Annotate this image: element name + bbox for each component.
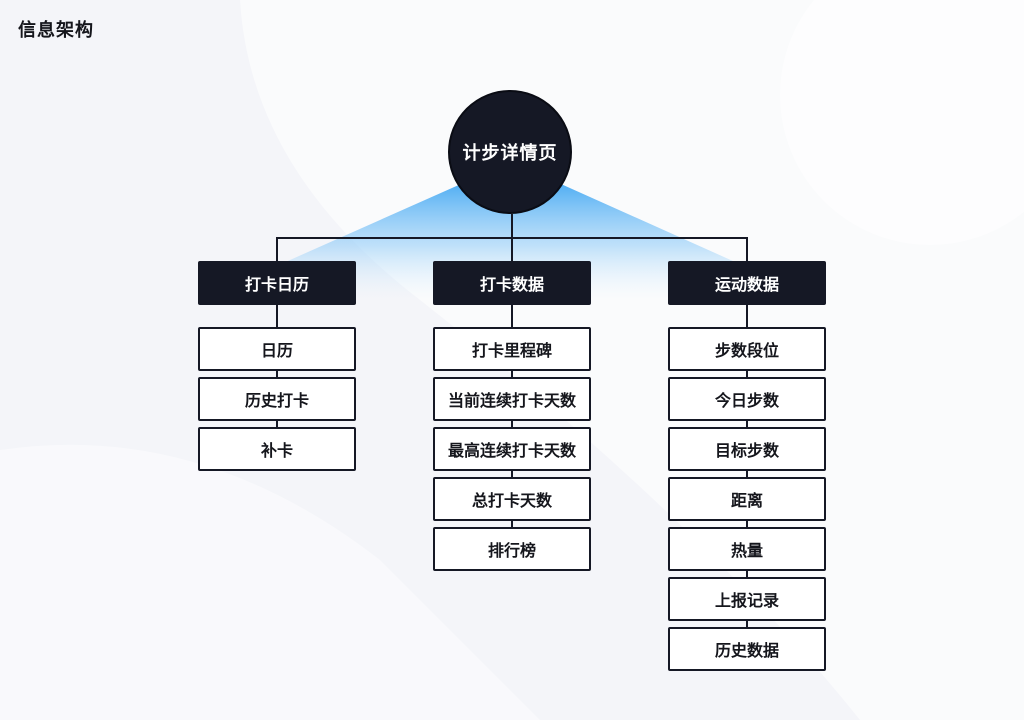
category-node-checkin-data: 打卡数据 bbox=[433, 261, 591, 305]
leaf-node: 今日步数 bbox=[668, 377, 826, 421]
leaf-node: 排行榜 bbox=[433, 527, 591, 571]
leaf-node: 距离 bbox=[668, 477, 826, 521]
leaf-node: 上报记录 bbox=[668, 577, 826, 621]
page-title: 信息架构 bbox=[18, 20, 94, 41]
leaf-node: 热量 bbox=[668, 527, 826, 571]
leaf-node: 步数段位 bbox=[668, 327, 826, 371]
leaf-node: 打卡里程碑 bbox=[433, 327, 591, 371]
leaf-node: 当前连续打卡天数 bbox=[433, 377, 591, 421]
leaf-node: 目标步数 bbox=[668, 427, 826, 471]
leaf-node: 最高连续打卡天数 bbox=[433, 427, 591, 471]
leaf-node: 历史打卡 bbox=[198, 377, 356, 421]
category-node-exercise-data: 运动数据 bbox=[668, 261, 826, 305]
leaf-node: 历史数据 bbox=[668, 627, 826, 671]
leaf-node: 日历 bbox=[198, 327, 356, 371]
root-node: 计步详情页 bbox=[448, 90, 572, 214]
category-node-checkin-calendar: 打卡日历 bbox=[198, 261, 356, 305]
leaf-node: 补卡 bbox=[198, 427, 356, 471]
leaf-node: 总打卡天数 bbox=[433, 477, 591, 521]
